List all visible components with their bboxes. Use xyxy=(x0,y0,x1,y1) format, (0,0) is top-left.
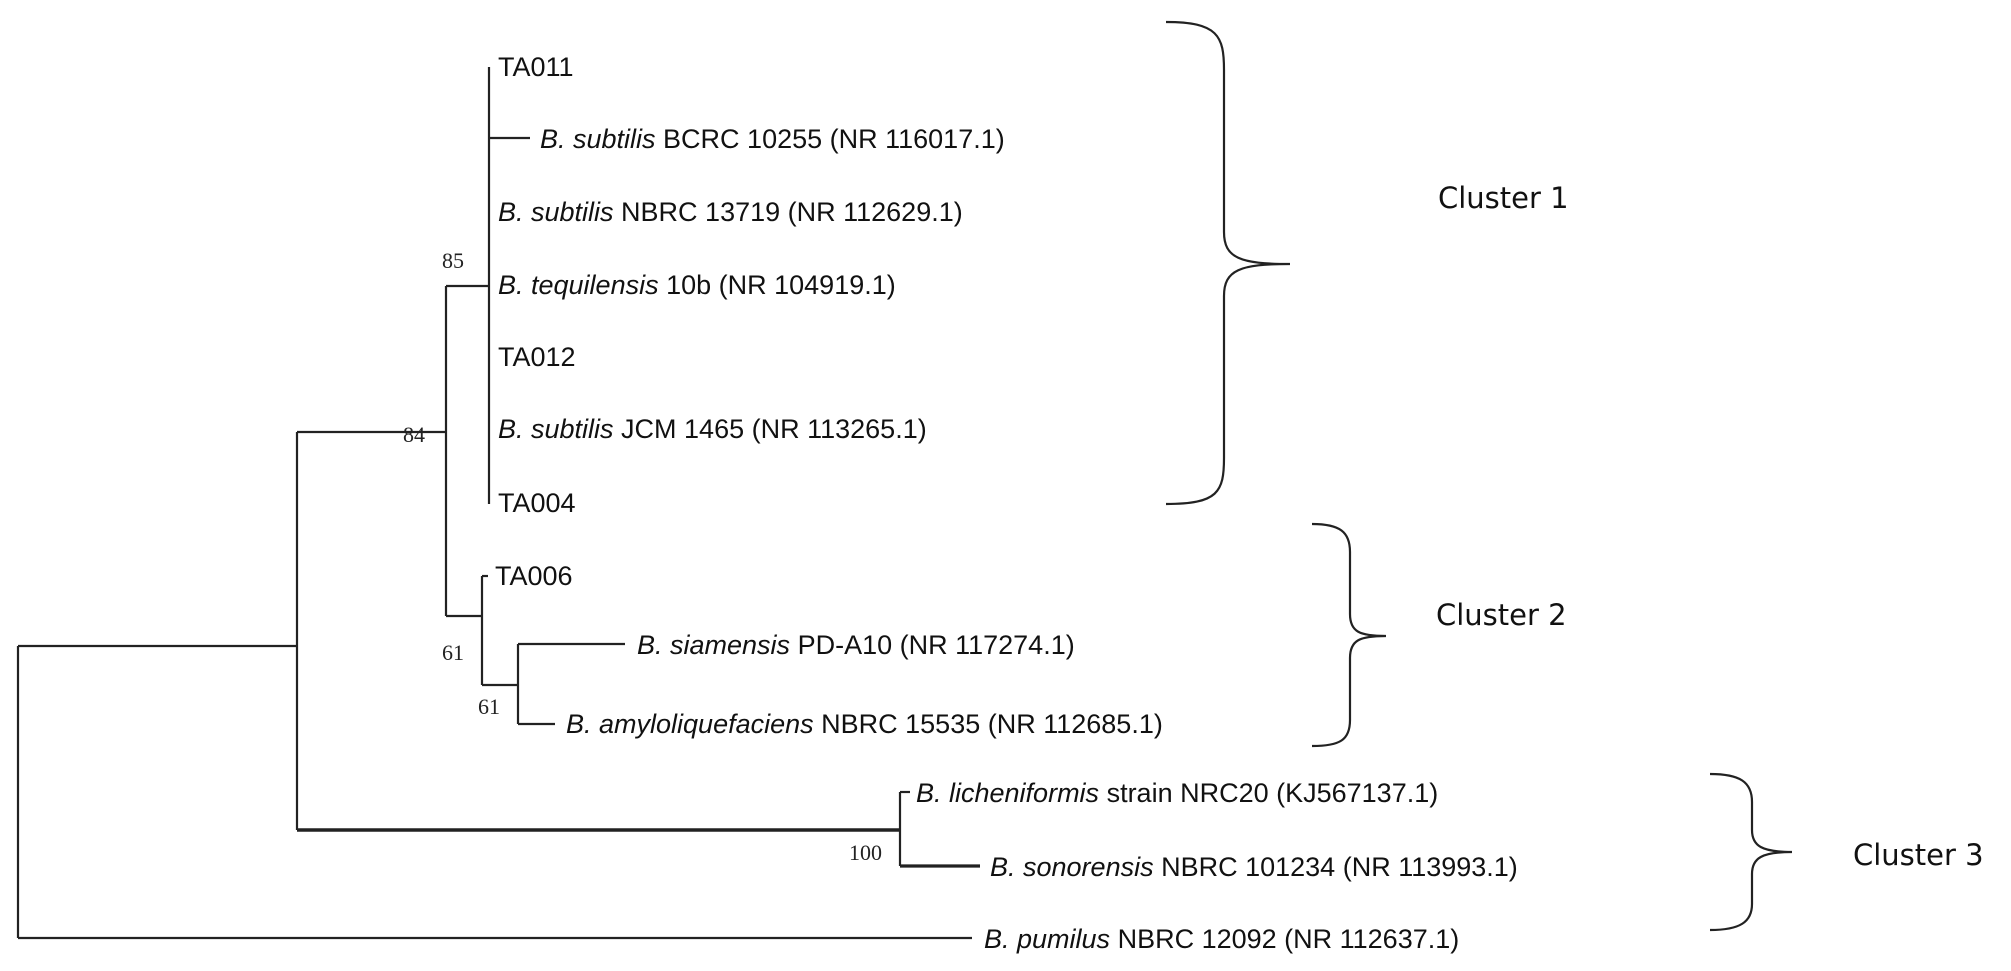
taxon-label: B. licheniformis strain NRC20 (KJ567137.… xyxy=(916,778,1438,808)
cluster3-bracket xyxy=(1709,772,1793,932)
taxon-labels: TA011 B. subtilis BCRC 10255 (NR 116017.… xyxy=(495,52,1518,954)
cluster2-label: Cluster 2 xyxy=(1436,598,1567,632)
bootstrap-values: 85 84 61 61 100 xyxy=(403,248,882,865)
tree-branches xyxy=(16,67,980,940)
bootstrap-value: 100 xyxy=(849,840,882,865)
taxon-label: B. tequilensis 10b (NR 104919.1) xyxy=(498,270,896,300)
cluster1-label: Cluster 1 xyxy=(1438,181,1569,215)
cluster-brackets xyxy=(1165,20,1793,932)
taxon-label: B. pumilus NBRC 12092 (NR 112637.1) xyxy=(984,924,1459,954)
taxon-label: TA006 xyxy=(495,561,573,591)
taxon-label: TA004 xyxy=(498,488,576,518)
cluster2-bracket xyxy=(1311,522,1387,748)
cluster-labels: Cluster 1 Cluster 2 Cluster 3 xyxy=(1436,181,1984,872)
taxon-label: B. amyloliquefaciens NBRC 15535 (NR 1126… xyxy=(566,709,1163,739)
taxon-label: B. subtilis NBRC 13719 (NR 112629.1) xyxy=(498,197,963,227)
taxon-label: B. subtilis JCM 1465 (NR 113265.1) xyxy=(498,414,927,444)
bootstrap-value: 61 xyxy=(478,694,500,719)
cluster1-bracket xyxy=(1165,20,1291,506)
taxon-label: B. siamensis PD-A10 (NR 117274.1) xyxy=(637,630,1075,660)
taxon-label: B. sonorensis NBRC 101234 (NR 113993.1) xyxy=(990,852,1518,882)
cluster3-label: Cluster 3 xyxy=(1853,838,1984,872)
bootstrap-value: 85 xyxy=(442,248,464,273)
bootstrap-value: 61 xyxy=(442,640,464,665)
taxon-label: TA011 xyxy=(498,52,574,82)
taxon-label: TA012 xyxy=(498,342,576,372)
taxon-label: B. subtilis BCRC 10255 (NR 116017.1) xyxy=(540,124,1005,154)
bootstrap-value: 84 xyxy=(403,422,425,447)
